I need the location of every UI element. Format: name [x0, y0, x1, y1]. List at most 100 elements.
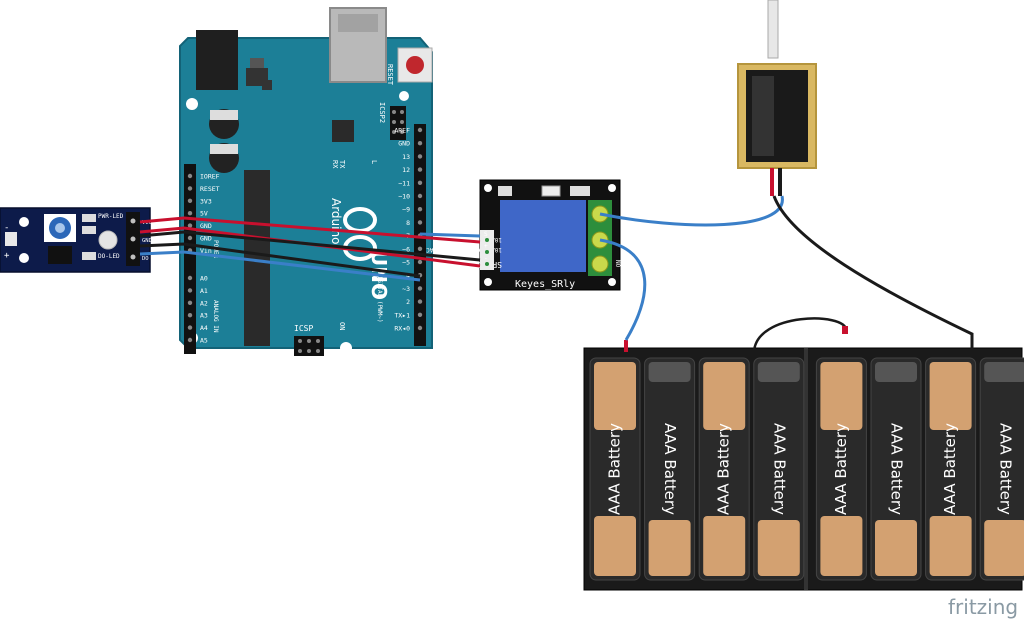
relay-pin-label: +	[484, 243, 488, 250]
analog-pin[interactable]	[187, 300, 193, 305]
comparator-chip	[48, 246, 72, 264]
battery-cell-label: AAA Battery	[888, 423, 906, 515]
digital-header-label: DIGITAL (PWM~)	[376, 272, 383, 323]
aaa-battery-cell: AAA Battery	[753, 357, 805, 581]
mounting-hole	[340, 342, 352, 354]
analog-pin-label: A0	[200, 275, 208, 283]
power-pin-label: IOREF	[200, 173, 220, 181]
digital-pin[interactable]	[417, 127, 423, 133]
relay-nc-label: NO	[614, 260, 621, 268]
aaa-battery-cell: AAA Battery	[979, 357, 1024, 581]
digital-pin[interactable]	[417, 312, 423, 317]
relay-pin[interactable]	[485, 238, 489, 242]
l-led-label: L	[370, 160, 378, 164]
power-pin-label: 5V	[200, 210, 208, 218]
digital-pin-label: AREF	[394, 127, 410, 135]
tx-label: TX	[338, 160, 346, 169]
power-pin[interactable]	[187, 198, 193, 203]
analog-pin-label: A2	[200, 299, 208, 307]
battery-cell-label: AAA Battery	[606, 423, 624, 515]
digital-pin-label: GND	[398, 140, 410, 148]
analog-pin[interactable]	[187, 325, 193, 330]
atmega-chip	[244, 170, 270, 346]
led-sensor	[98, 230, 118, 250]
battery-cell-label: AAA Battery	[661, 423, 679, 515]
digital-pin[interactable]	[417, 193, 423, 199]
fritzing-watermark: fritzing	[948, 595, 1018, 619]
red-wire-vcc	[139, 216, 481, 244]
digital-pin[interactable]	[417, 141, 423, 146]
digital-pin[interactable]	[417, 246, 423, 251]
digital-pin[interactable]	[417, 286, 423, 291]
sensor-pin-label: GND	[142, 238, 152, 244]
digital-pin-label: 2	[406, 298, 410, 306]
digital-pin-label: ~11	[398, 179, 410, 187]
digital-pin-label: ~6	[402, 245, 410, 253]
minus-label: -	[4, 223, 9, 233]
digital-pin-label: ~5	[402, 259, 410, 267]
digital-pin[interactable]	[417, 220, 423, 225]
relay-pin-labels: S+-	[484, 231, 489, 266]
relay-pin[interactable]	[485, 250, 489, 254]
digital-pin[interactable]	[417, 154, 423, 159]
digital-pin[interactable]	[417, 207, 423, 212]
plus-label: +	[4, 251, 10, 261]
reset-button[interactable]	[397, 47, 433, 83]
digital-pin[interactable]	[417, 180, 423, 185]
analog-pin[interactable]	[187, 275, 193, 281]
pwr-led-label: PWR-LED	[98, 213, 124, 220]
power-pin-label: Vin	[200, 247, 212, 255]
digital-pin[interactable]	[417, 259, 423, 265]
digital-pin-label: RX◂0	[394, 325, 410, 333]
rx-label: RX	[331, 160, 339, 169]
analog-pin[interactable]	[187, 288, 193, 293]
power-pin-label: GND	[200, 235, 212, 243]
aaa-battery-cell: AAA Battery	[644, 357, 696, 581]
power-pin[interactable]	[187, 186, 193, 191]
power-jack	[196, 30, 238, 90]
aaa-battery-cell: AAA Battery	[589, 357, 641, 581]
digital-pin[interactable]	[417, 325, 423, 331]
sensor-pin-label: DO	[142, 256, 149, 262]
digital-pin-label: TX▸1	[394, 311, 410, 319]
digital-pin-label: ~3	[402, 285, 410, 293]
sensor-pin-labels: VCC GND DO	[142, 220, 152, 262]
relay-pin[interactable]	[485, 262, 489, 266]
aaa-battery-cell: AAA Battery	[815, 357, 867, 581]
battery-cell-label: AAA Battery	[997, 423, 1015, 515]
black-wire-gnd-2	[139, 242, 421, 278]
relay-text-2: 10A 250VAC 10A 125VAC	[426, 246, 502, 253]
wires	[139, 195, 974, 352]
analog-pin[interactable]	[187, 313, 193, 318]
digital-pin-label: 13	[402, 153, 410, 161]
analog-pin-label: A1	[200, 287, 208, 295]
analog-pin-label: A3	[200, 312, 208, 320]
power-pin-label: GND	[200, 222, 212, 230]
usb-chip	[332, 120, 354, 142]
reset-button-cap[interactable]	[406, 56, 424, 74]
icsp-header	[294, 336, 324, 356]
relay-module-label: Keyes_SRly	[515, 279, 575, 290]
relay-pin-label: S	[484, 231, 488, 238]
digital-pin[interactable]	[417, 167, 423, 172]
digital-pin-label: 8	[406, 219, 410, 227]
sensor-pin-label: VCC	[142, 220, 152, 226]
power-pin[interactable]	[187, 235, 193, 241]
digital-pin[interactable]	[417, 299, 423, 304]
black-wire-gnd	[139, 230, 481, 262]
blue-wire-relay-battery	[599, 238, 647, 341]
relay-coil	[500, 200, 586, 272]
red-wire-relay	[139, 226, 481, 268]
brand-text: Arduino	[329, 198, 343, 244]
blue-wire-relay-solenoid	[599, 195, 784, 227]
power-pin[interactable]	[187, 223, 193, 228]
analog-pin[interactable]	[187, 337, 193, 343]
power-pin[interactable]	[187, 211, 193, 216]
battery-bridge-wire	[752, 317, 848, 353]
mounting-hole	[399, 91, 409, 101]
power-pin[interactable]	[187, 173, 193, 179]
icsp-label: ICSP	[294, 324, 313, 333]
